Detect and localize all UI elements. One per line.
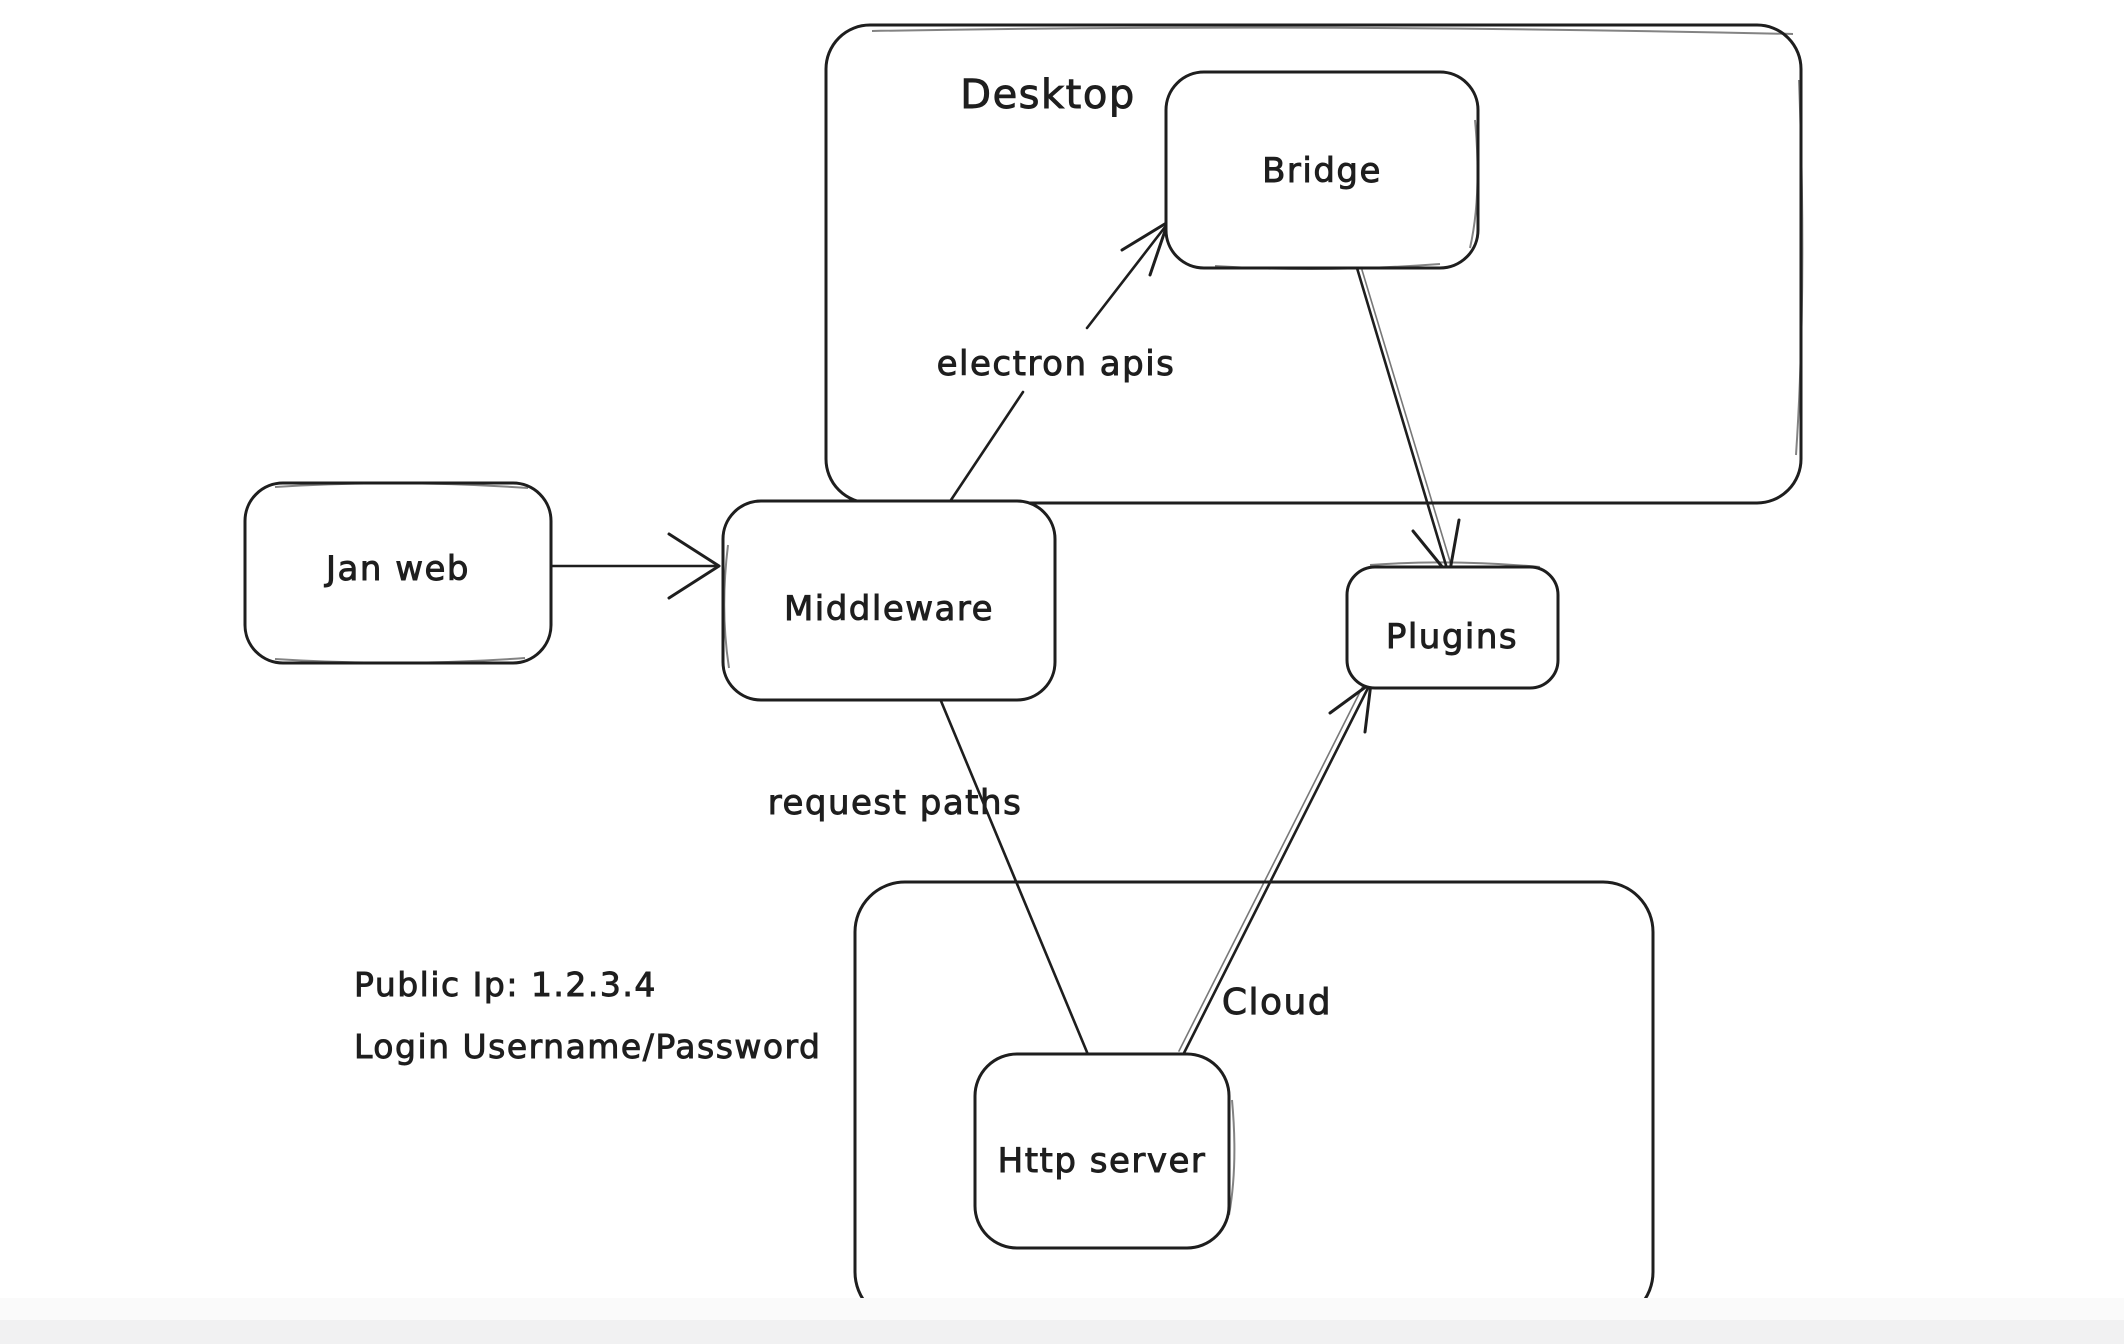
annotation-login[interactable]: Login Username/Password <box>354 1027 822 1067</box>
canvas-bottom-shade <box>0 1320 2124 1344</box>
edge-httpserver-to-plugins-arrowhead <box>1328 681 1373 734</box>
node-plugins[interactable] <box>1345 565 1560 690</box>
node-http-server-label[interactable]: Http server <box>997 1141 1207 1182</box>
node-bridge-label[interactable]: Bridge <box>1262 151 1382 192</box>
container-desktop-label[interactable]: Desktop <box>960 72 1135 119</box>
container-desktop-sketch-stroke <box>1795 79 1804 456</box>
annotation-public-ip[interactable]: Public Ip: 1.2.3.4 <box>354 965 657 1005</box>
node-middleware[interactable] <box>721 499 1057 702</box>
node-jan-web-sketch-stroke <box>274 657 526 664</box>
edge-label-request-paths[interactable]: request paths <box>767 783 1023 824</box>
node-bridge-sketch-stroke <box>1469 119 1479 249</box>
edge-middleware-to-bridge-segment[interactable] <box>1085 225 1167 330</box>
edge-bridge-to-plugins[interactable] <box>1355 266 1450 574</box>
node-jan-web-label[interactable]: Jan web <box>324 549 470 590</box>
edge-middleware-to-bridge-segment[interactable] <box>945 390 1025 508</box>
edge-bridge-to-plugins-overstroke <box>1361 269 1453 569</box>
node-middleware-label[interactable]: Middleware <box>783 589 994 630</box>
node-plugins-label[interactable]: Plugins <box>1385 617 1518 658</box>
edge-httpserver-to-plugins-overstroke <box>1178 683 1365 1052</box>
edge-middleware-to-httpserver[interactable] <box>939 699 1091 1059</box>
edge-janweb-to-middleware-arrowhead <box>667 532 721 600</box>
node-http-server[interactable] <box>973 1052 1231 1250</box>
node-plugins-sketch-stroke <box>1369 561 1541 568</box>
edge-label-electron-apis[interactable]: electron apis <box>936 344 1176 385</box>
node-middleware-sketch-stroke <box>723 544 730 669</box>
node-jan-web-sketch-stroke <box>274 482 529 489</box>
node-bridge-sketch-stroke <box>1214 263 1441 271</box>
node-http-server-sketch-stroke <box>1228 1099 1236 1216</box>
edge-httpserver-to-plugins[interactable] <box>1182 684 1371 1055</box>
container-desktop-sketch-stroke <box>871 26 1794 35</box>
canvas-bottom-shade <box>0 1298 2124 1320</box>
container-cloud-label[interactable]: Cloud <box>1221 982 1332 1024</box>
